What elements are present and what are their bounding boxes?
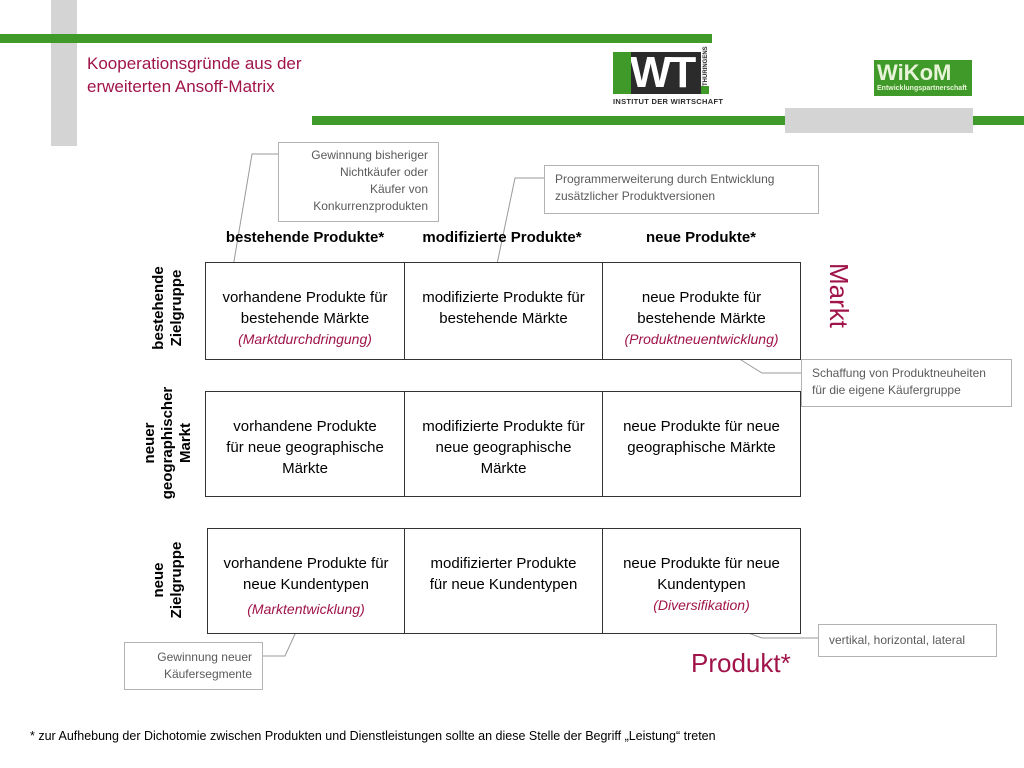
matrix-cell-r2-c3: neue Produkte für neue geographische Mär… — [602, 391, 801, 497]
cell-line: geographische Märkte — [627, 439, 776, 456]
axis-label-produkt: Produkt* — [691, 648, 791, 678]
slide-title-line1: Kooperationsgründe aus der — [87, 54, 302, 73]
callout-gewinnung-bisheriger: Gewinnung bisheriger Nichtkäufer oder Kä… — [278, 142, 439, 222]
column-header-bestehende-produkte: bestehende Produkte* — [225, 229, 385, 246]
iwt-logo-subtitle: INSTITUT DER WIRTSCHAFT — [613, 97, 724, 106]
row-header-neuer-geographischer-markt: neuer geographischer Markt — [141, 373, 195, 513]
iwt-logo: IWT THÜRINGENS INSTITUT DER WIRTSCHAFT — [613, 46, 723, 108]
row-header-bestehende-zielgruppe: bestehende Zielgruppe — [150, 248, 186, 368]
cell-line: bestehende Märkte — [439, 310, 568, 327]
callout-line: Gewinnung neuer — [157, 650, 252, 664]
iwt-logo-green-stripe — [613, 52, 631, 94]
callout-line: für die eigene Käufergruppe — [812, 383, 961, 397]
callout-line: Nichtkäufer oder — [339, 165, 428, 179]
cell-strategy: (Produktneuentwicklung) — [624, 331, 779, 347]
callout-line: vertikal, horizontal, lateral — [829, 633, 966, 647]
header-green-line-top — [0, 34, 712, 43]
cell-line: neue Kundentypen — [243, 576, 369, 593]
matrix-cell-r3-c2: modifizierter Produkte für neue Kundenty… — [404, 528, 603, 634]
callout-line: Käufer von — [369, 182, 428, 196]
cell-strategy: (Marktentwicklung) — [247, 601, 365, 617]
cell-line: neue Produkte für neue — [623, 418, 780, 435]
matrix-cell-r1-c2: modifizierte Produkte für bestehende Mär… — [404, 262, 603, 360]
row-header-line: Zielgruppe — [168, 269, 185, 347]
cell-strategy: (Diversifikation) — [653, 597, 750, 613]
cell-line: vorhandene Produkte für — [222, 289, 388, 306]
callout-schaffung-produktneuheiten: Schaffung von Produktneuheiten für die e… — [801, 359, 1012, 407]
callout-vertikal-horizontal-lateral: vertikal, horizontal, lateral — [818, 624, 997, 657]
matrix-cell-r3-c3: neue Produkte für neue Kundentypen (Dive… — [602, 528, 801, 634]
row-header-line: bestehende — [150, 266, 167, 350]
iwt-logo-side-text: THÜRINGENS — [703, 46, 709, 86]
cell-line: modifizierter Produkte — [430, 555, 577, 572]
cell-line: vorhandene Produkte — [233, 418, 377, 435]
row-header-neue-zielgruppe: neue Zielgruppe — [150, 520, 186, 640]
header-gray-bar-left — [51, 0, 77, 146]
axis-label-markt: Markt — [824, 263, 854, 328]
cell-line: Märkte — [480, 460, 527, 477]
cell-line: bestehende Märkte — [240, 310, 370, 327]
row-header-line: neue — [150, 562, 167, 598]
iwt-logo-green-square — [701, 86, 709, 94]
callout-line: Käufersegmente — [163, 667, 252, 681]
cell-line: neue geographische — [435, 439, 572, 456]
cell-strategy: (Marktdurchdringung) — [238, 331, 372, 347]
callout-line: Programmerweiterung durch Entwicklung — [555, 172, 775, 186]
matrix-cell-r2-c2: modifizierte Produkte für neue geographi… — [404, 391, 603, 497]
row-header-line: Markt — [177, 423, 194, 464]
matrix-cell-r3-c1: vorhandene Produkte für neue Kundentypen… — [207, 528, 405, 634]
cell-line: bestehende Märkte — [637, 310, 766, 327]
matrix-cell-r1-c3: neue Produkte für bestehende Märkte (Pro… — [602, 262, 801, 360]
callout-programmerweiterung: Programmerweiterung durch Entwicklung zu… — [544, 165, 819, 214]
column-header-neue-produkte: neue Produkte* — [645, 229, 757, 246]
cell-line: für neue geographische — [226, 439, 384, 456]
matrix-cell-r2-c1: vorhandene Produkte für neue geographisc… — [205, 391, 405, 497]
cell-line: Kundentypen — [657, 576, 746, 593]
cell-line: modifizierte Produkte für — [422, 289, 585, 306]
wikom-logo-name: WiKoM — [877, 60, 952, 85]
cell-line: modifizierte Produkte für — [422, 418, 585, 435]
cell-line: für neue Kundentypen — [429, 576, 578, 593]
slide-title: Kooperationsgründe aus der erweiterten A… — [87, 52, 387, 98]
footnote: * zur Aufhebung der Dichotomie zwischen … — [30, 729, 716, 743]
column-header-modifizierte-produkte: modifizierte Produkte* — [422, 229, 582, 246]
callout-line: Schaffung von Produktneuheiten — [812, 366, 986, 380]
cell-line: Märkte — [282, 460, 328, 477]
cell-line: neue Produkte für — [641, 289, 762, 306]
slide-title-line2: erweiterten Ansoff-Matrix — [87, 77, 275, 96]
wikom-logo-subtitle: Entwicklungspartnerschaft — [877, 85, 967, 92]
header-green-line-mid — [312, 116, 1024, 125]
header-gray-bar-right — [785, 108, 973, 133]
matrix-cell-r1-c1: vorhandene Produkte für bestehende Märkt… — [205, 262, 405, 360]
cell-line: neue Produkte für neue — [623, 555, 780, 572]
cell-line: vorhandene Produkte für — [223, 555, 389, 572]
callout-line: Gewinnung bisheriger — [311, 148, 428, 162]
row-header-line: Zielgruppe — [168, 541, 185, 619]
callout-line: zusätzlicher Produktversionen — [555, 189, 716, 203]
row-header-line: neuer — [141, 422, 158, 464]
row-header-line: geographischer — [159, 386, 176, 500]
wikom-logo: WiKoM Entwicklungspartnerschaft — [874, 60, 972, 96]
callout-line: Konkurrenzprodukten — [313, 199, 428, 213]
callout-gewinnung-neuer-kaeufersegmente: Gewinnung neuer Käufersegmente — [124, 642, 263, 690]
